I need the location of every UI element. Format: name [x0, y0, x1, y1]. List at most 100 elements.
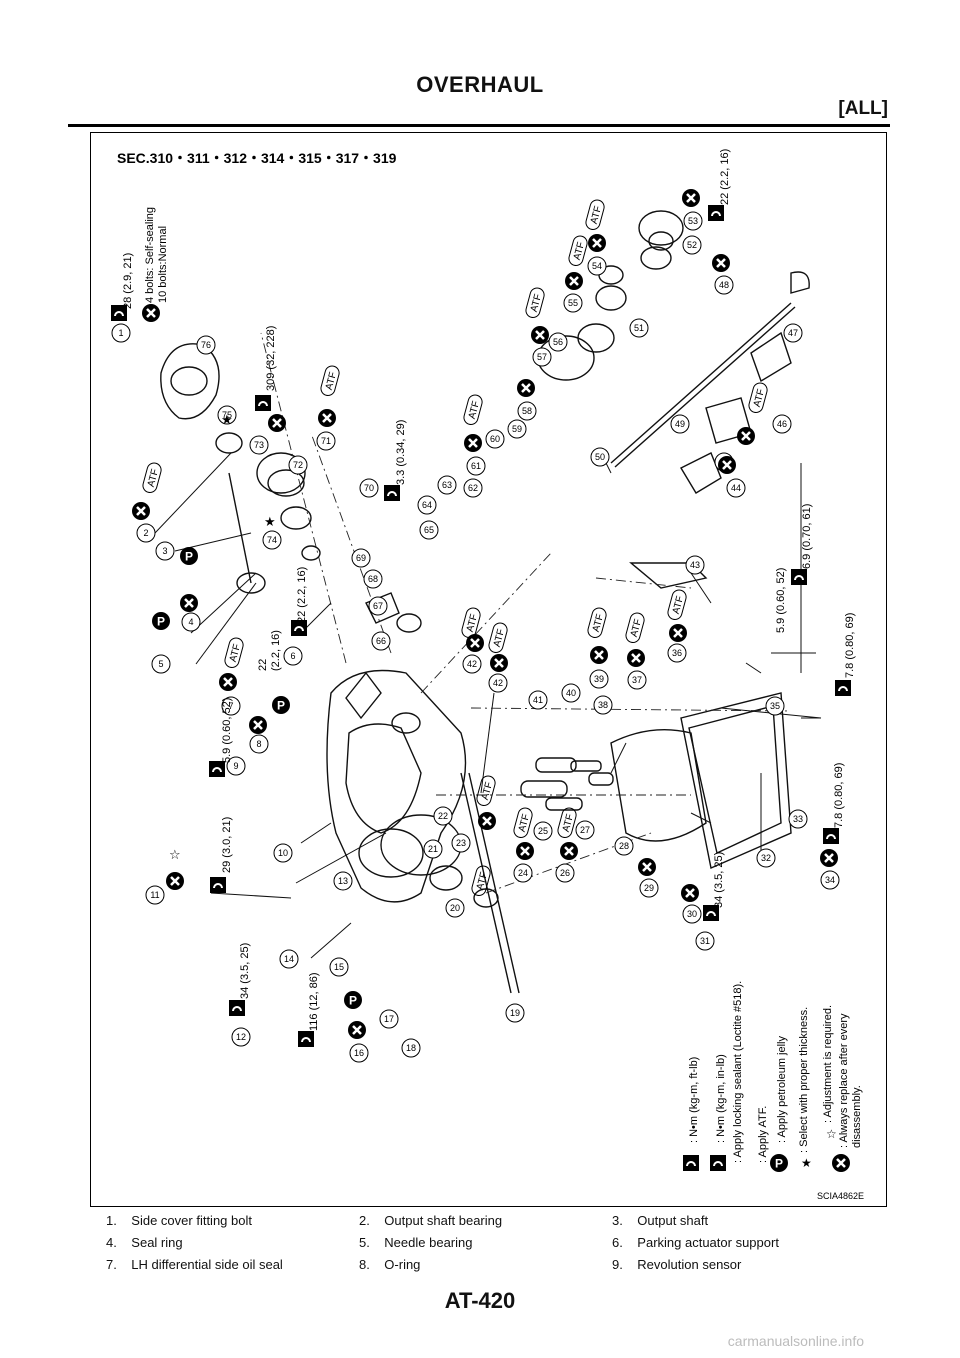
svg-text:51: 51 [634, 323, 644, 333]
svg-text:7: 7 [228, 701, 233, 711]
svg-text:63: 63 [442, 480, 452, 490]
callout-15: 15 [329, 957, 349, 977]
svg-text:42: 42 [467, 659, 477, 669]
svg-text:4: 4 [188, 617, 193, 627]
callout-20: 20 [445, 898, 465, 918]
callout-66: 66 [371, 631, 391, 651]
callout-9: 9 [226, 756, 246, 776]
svg-text:62: 62 [468, 483, 478, 493]
callout-41: 41 [528, 690, 548, 710]
callout-28: 28 [614, 836, 634, 856]
callout-42b: 42 [488, 673, 508, 693]
svg-text:ATF: ATF [465, 613, 480, 633]
svg-text:70: 70 [364, 483, 374, 493]
torque-1: 28 (2.9, 21) [122, 253, 134, 309]
callout-19: 19 [505, 1003, 525, 1023]
torque-symbols [110, 204, 852, 1048]
symbol-legend-line-8: : Always replace after every [838, 1013, 850, 1148]
callout-44: 44 [726, 478, 746, 498]
svg-text:66: 66 [376, 636, 386, 646]
symbol-legend-line-9: disassembly. [851, 1085, 863, 1148]
section-tag: [ALL] [838, 98, 888, 119]
symbol-legend-line-2: : N•m (kg-m, in-lb) [715, 1054, 727, 1143]
callout-67: 67 [368, 596, 388, 616]
callout-1: 1 [111, 323, 131, 343]
svg-text:68: 68 [368, 574, 378, 584]
svg-text:10 bolts:Normal: 10 bolts:Normal [157, 226, 169, 303]
callout-8: 8 [249, 734, 269, 754]
svg-text:ATF: ATF [324, 371, 339, 391]
callout-18: 18 [401, 1038, 421, 1058]
svg-text:☆: ☆ [169, 848, 181, 863]
callout-23: 23 [451, 833, 471, 853]
svg-text:40: 40 [566, 688, 576, 698]
svg-text:26: 26 [560, 868, 570, 878]
svg-text:ATF: ATF [475, 871, 490, 891]
callout-17: 17 [379, 1009, 399, 1029]
svg-text:3: 3 [162, 546, 167, 556]
callout-48: 48 [714, 275, 734, 295]
torque-31: 34 (3.5, 25) [713, 852, 725, 908]
svg-text:ATF: ATF [561, 813, 576, 833]
svg-text:47: 47 [788, 328, 798, 338]
callout-6: 6 [283, 646, 303, 666]
callout-43: 43 [685, 555, 705, 575]
callout-39: 39 [589, 669, 609, 689]
svg-text:10: 10 [278, 848, 288, 858]
torque-34: 7.8 (0.80, 69) [833, 763, 845, 828]
symbol-legend: ★ ☆ : N•m (kg-m, ft-lb) : N•m (kg-m, in-… [682, 981, 863, 1174]
callout-2: 2 [136, 523, 156, 543]
svg-text:9: 9 [233, 761, 238, 771]
part-number-callouts: 1 2 3 4 5 6 7 8 9 10 11 12 13 14 15 16 1… [111, 211, 840, 1063]
svg-text:ATF: ATF [629, 618, 644, 638]
svg-text:37: 37 [632, 675, 642, 685]
svg-text:65: 65 [424, 525, 434, 535]
svg-text:20: 20 [450, 903, 460, 913]
svg-text:12: 12 [236, 1032, 246, 1042]
callout-34: 34 [820, 870, 840, 890]
svg-text:6: 6 [290, 651, 295, 661]
svg-text:57: 57 [537, 352, 547, 362]
atf-labels: ATF ATF ATF ATF ATF ATF ATF ATF ATF ATF … [142, 199, 768, 896]
torque-callouts: 28 (2.9, 21) 309 (32, 228) 3.3 (0.34, 29… [122, 149, 856, 1031]
svg-text:ATF: ATF [517, 813, 532, 833]
callout-16: 16 [349, 1043, 369, 1063]
svg-text:11: 11 [150, 890, 159, 900]
callout-40: 40 [561, 683, 581, 703]
svg-text:ATF: ATF [480, 781, 495, 801]
svg-text:ATF: ATF [589, 205, 604, 225]
callout-14: 14 [279, 949, 299, 969]
svg-text:49: 49 [675, 419, 685, 429]
callout-10: 10 [273, 843, 293, 863]
svg-text:ATF: ATF [228, 643, 243, 663]
svg-text:54: 54 [592, 261, 602, 271]
legend-item: 7. LH differential side oil seal [106, 1257, 283, 1272]
symbol-legend-line-3: : Apply locking sealant (Loctite #518). [732, 981, 744, 1163]
legend-item: 9. Revolution sensor [612, 1257, 742, 1272]
svg-text:67: 67 [373, 601, 383, 611]
svg-text:24: 24 [518, 868, 528, 878]
symbol-legend-line-7: : Adjustment is required. [822, 1005, 834, 1123]
callout-68: 68 [363, 569, 383, 589]
svg-text:55: 55 [568, 298, 578, 308]
svg-text:41: 41 [533, 695, 543, 705]
callout-27: 27 [575, 820, 595, 840]
callout-58: 58 [517, 401, 537, 421]
callout-76: 76 [196, 335, 216, 355]
svg-text:38: 38 [598, 700, 608, 710]
svg-text:42: 42 [493, 678, 503, 688]
callout-30: 30 [682, 904, 702, 924]
callout-42a: 42 [462, 654, 482, 674]
svg-text:ATF: ATF [529, 293, 544, 313]
svg-text:36: 36 [672, 648, 682, 658]
callout-37: 37 [627, 670, 647, 690]
svg-text:44: 44 [731, 483, 741, 493]
callout-55: 55 [563, 293, 583, 313]
svg-text:52: 52 [687, 240, 697, 250]
callout-22: 22 [433, 806, 453, 826]
callout-29: 29 [639, 878, 659, 898]
svg-text:19: 19 [510, 1008, 520, 1018]
svg-text:34: 34 [825, 875, 835, 885]
callout-72: 72 [288, 455, 308, 475]
callout-52: 52 [682, 235, 702, 255]
